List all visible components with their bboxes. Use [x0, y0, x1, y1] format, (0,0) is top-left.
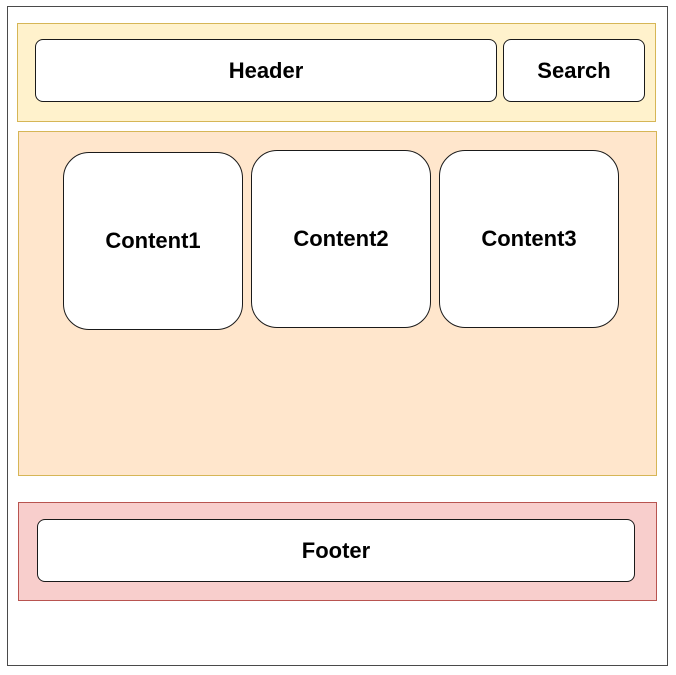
- content-box-2-label: Content2: [293, 226, 389, 251]
- header-box: Header: [35, 39, 497, 102]
- content-box-1: Content1: [63, 152, 243, 330]
- header-label: Header: [228, 57, 304, 83]
- footer-label: Footer: [301, 537, 371, 563]
- content-box-1-label: Content1: [105, 228, 201, 253]
- content-box-2: Content2: [251, 150, 431, 328]
- footer-box: Footer: [37, 519, 635, 582]
- search-label: Search: [537, 57, 611, 83]
- content-box-3-label: Content3: [481, 226, 577, 251]
- content-box-3: Content3: [439, 150, 619, 328]
- search-box: Search: [503, 39, 645, 102]
